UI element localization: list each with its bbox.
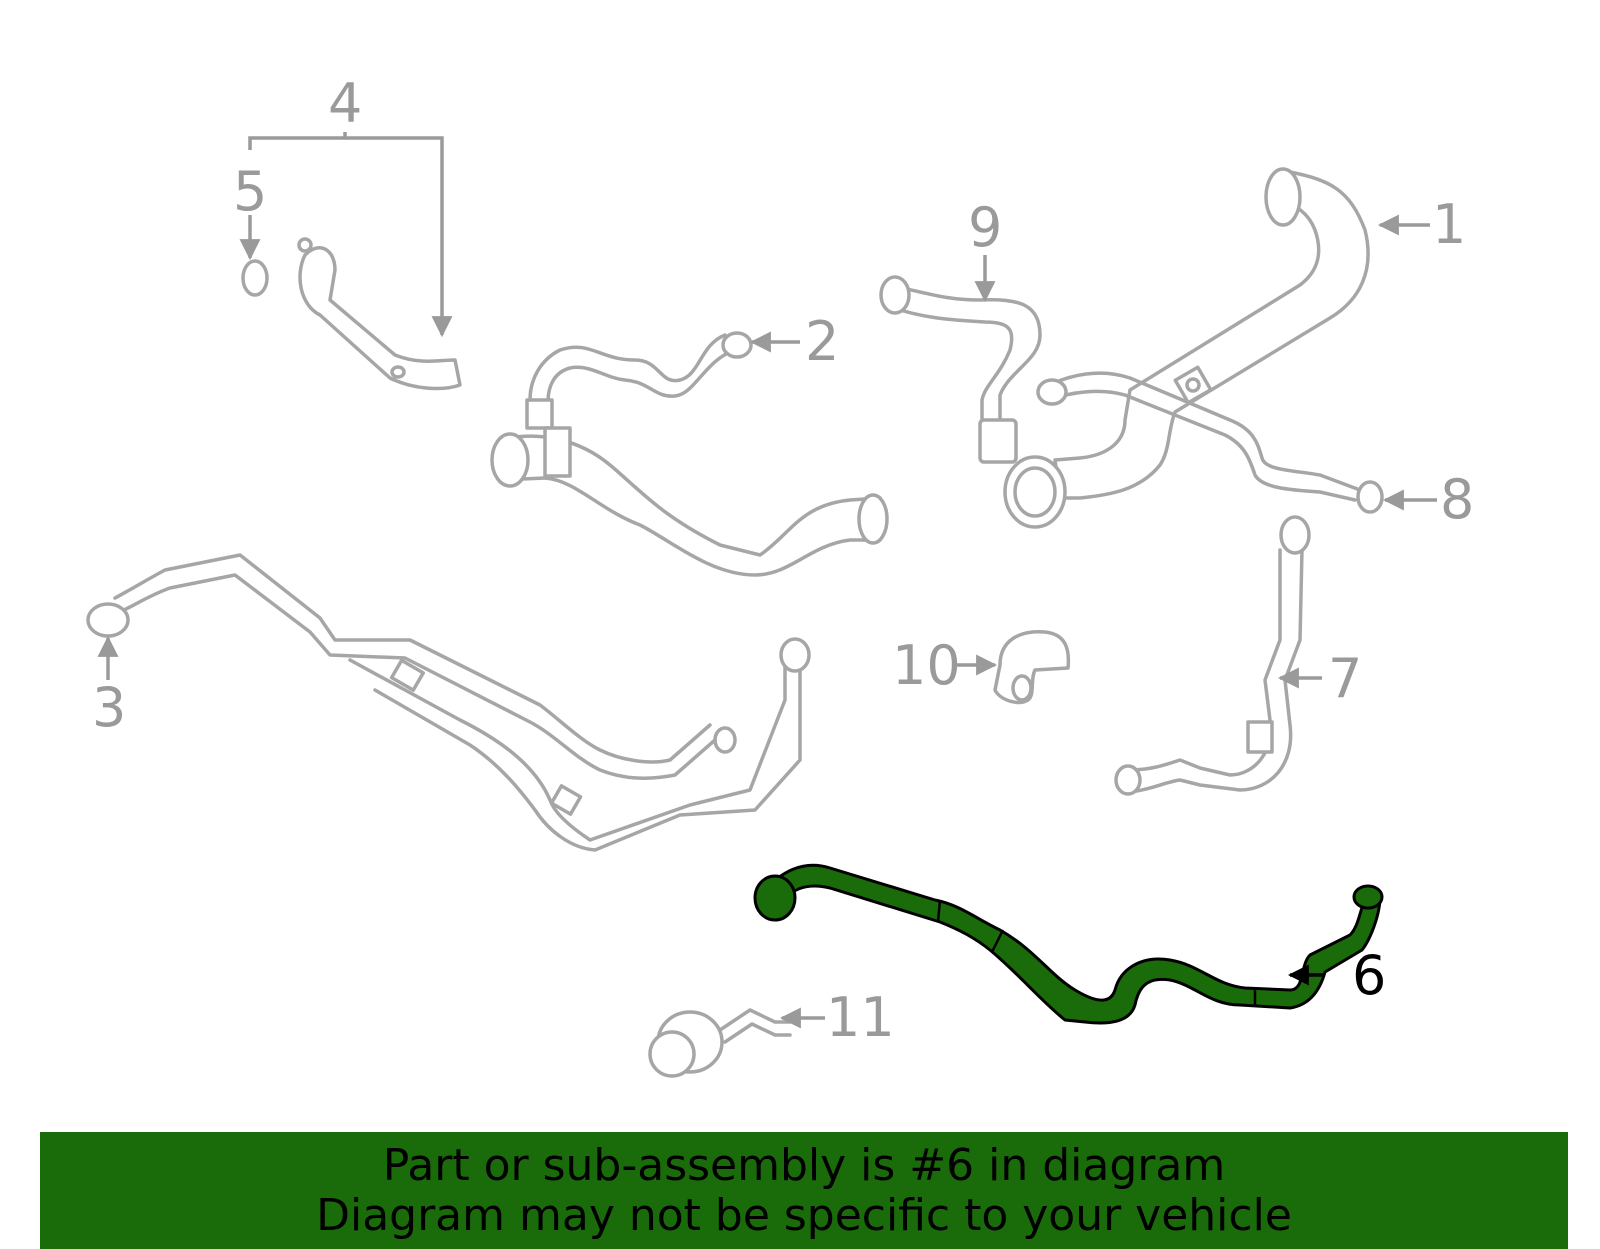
callout-1: 1 (1432, 193, 1466, 256)
part-10-hose[interactable] (993, 630, 1071, 705)
callout-3: 3 (92, 676, 126, 739)
leader-lines (97, 132, 1437, 1029)
part-6-highlighted-hose[interactable] (753, 863, 1384, 1025)
callout-7: 7 (1328, 647, 1362, 710)
callout-5: 5 (233, 160, 267, 223)
info-banner: Part or sub-assembly is #6 in diagram Di… (40, 1132, 1568, 1249)
callout-2: 2 (805, 310, 839, 373)
callout-11: 11 (826, 986, 895, 1049)
part-11-sensor[interactable] (648, 1008, 792, 1078)
part-2-hose[interactable] (490, 331, 889, 577)
part-3-pipe[interactable] (86, 553, 811, 852)
banner-line-1: Part or sub-assembly is #6 in diagram (382, 1139, 1226, 1191)
callout-10: 10 (892, 634, 961, 697)
callout-6: 6 (1352, 944, 1386, 1007)
part-7-hose[interactable] (1114, 515, 1311, 796)
callout-9: 9 (968, 196, 1002, 259)
part-1-upper-hose[interactable] (1003, 167, 1370, 529)
banner-line-2: Diagram may not be specific to your vehi… (316, 1189, 1292, 1241)
part-8-hose[interactable] (1036, 371, 1384, 514)
part-4-pipe-assembly[interactable] (297, 237, 462, 391)
callout-4: 4 (328, 72, 362, 135)
callout-8: 8 (1440, 468, 1474, 531)
part-9-hose[interactable] (879, 275, 1042, 464)
part-5-o-ring[interactable] (241, 259, 269, 297)
